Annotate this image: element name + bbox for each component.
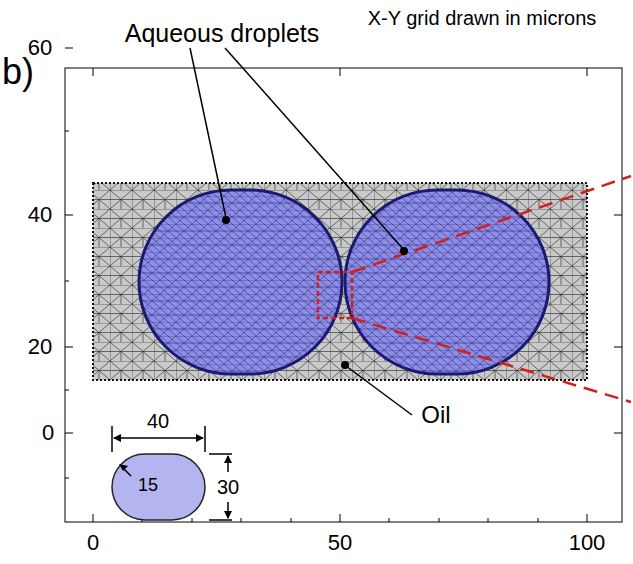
- axis-tick-label: 0: [87, 532, 99, 554]
- panel-letter: b): [2, 54, 34, 90]
- axis-ticks: [65, 48, 622, 522]
- part-label: Oil: [421, 403, 450, 427]
- leader-dot: [341, 361, 349, 369]
- zoom-line: [352, 176, 631, 272]
- leader-line: [346, 366, 412, 415]
- zoom-box: [318, 272, 352, 318]
- zoom-line: [352, 318, 631, 402]
- axis-tick-label: 20: [28, 336, 52, 358]
- dimension-lines: [112, 426, 232, 520]
- oil-mesh: [93, 183, 587, 380]
- axis-tick-label: 40: [28, 204, 52, 226]
- leader-dot: [400, 247, 408, 255]
- dimension-label: 40: [147, 411, 169, 431]
- leader-line: [190, 48, 226, 218]
- leader-line: [225, 48, 404, 250]
- grid-note: X-Y grid drawn in microns: [368, 8, 597, 28]
- oil-region: [93, 183, 587, 380]
- plot-frame: [65, 68, 622, 522]
- axis-tick-label: 0: [42, 422, 54, 444]
- dimension-label: 15: [138, 476, 158, 494]
- inset-droplet: [112, 454, 205, 520]
- dimension-label: 30: [217, 476, 239, 498]
- droplet-left: [139, 190, 342, 374]
- axis-tick-label: 60: [28, 37, 52, 59]
- axis-tick-label: 50: [328, 532, 352, 554]
- part-label: Aqueous droplets: [125, 21, 320, 46]
- axis-tick-label: 100: [569, 532, 606, 554]
- leader-dot: [222, 216, 230, 224]
- droplet-left-outline: [139, 190, 342, 374]
